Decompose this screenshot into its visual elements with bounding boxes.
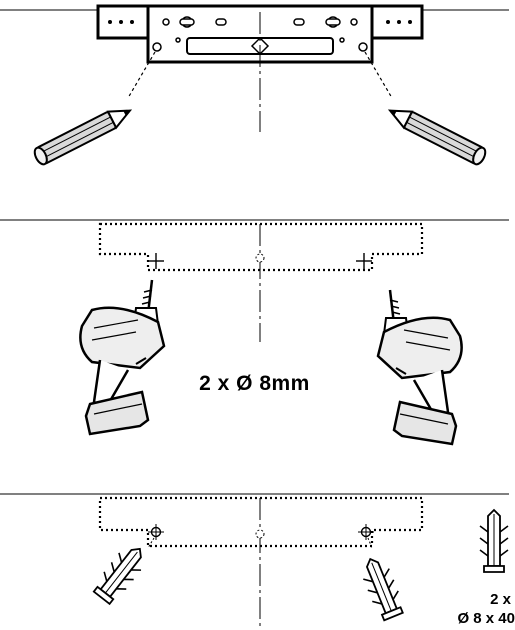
pencil-icon (31, 100, 137, 168)
mark-guide-left (127, 51, 156, 99)
plug-count-label: 2 x (490, 591, 511, 608)
mounting-bracket-icon (96, 4, 424, 64)
plug-guide-left (147, 537, 155, 549)
wall-plug-icon (89, 539, 152, 608)
step2-panel (0, 219, 509, 446)
plug-guide-right (367, 537, 373, 549)
drill-mark-left (148, 253, 164, 269)
crosshair-mark-icon (255, 253, 265, 263)
drill-mark-right (356, 253, 372, 269)
pencil-icon (383, 100, 489, 168)
drill-icon (376, 288, 463, 446)
wall-plug-icon (479, 509, 509, 573)
step3-panel (0, 493, 509, 626)
bracket-outline-dotted (98, 222, 424, 272)
drill-icon (79, 278, 166, 436)
step1-panel (0, 4, 509, 168)
mark-guide-right (364, 51, 393, 99)
bracket-outline-dotted (98, 496, 424, 548)
crosshair-mark-icon (255, 529, 265, 539)
crosshair-mark-icon (147, 523, 165, 541)
drill-size-label: 2 x Ø 8mm (199, 372, 310, 395)
plug-size-label: Ø 8 x 40 (457, 610, 515, 627)
wall-plug-icon (356, 552, 408, 623)
